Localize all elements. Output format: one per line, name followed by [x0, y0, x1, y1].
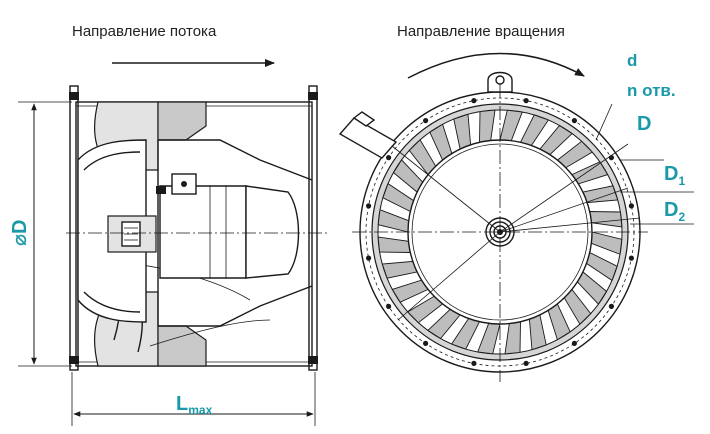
diameter-label: ⌀D — [9, 220, 31, 247]
side-view: ⌀D Lmax — [9, 85, 330, 426]
flow-direction-caption: Направление потока — [72, 23, 217, 40]
d1-label: D1 — [664, 163, 685, 188]
bolt-hole — [423, 340, 429, 346]
bolt-hole — [571, 340, 578, 346]
outer-diameter-label: D — [637, 113, 651, 135]
flange-bolt-holes — [366, 98, 635, 366]
front-view: d n отв. D D1 D2 — [338, 51, 694, 382]
bolt-hole — [471, 98, 477, 104]
bolt-hole — [366, 255, 372, 261]
rotation-direction-caption: Направление вращения — [397, 23, 565, 40]
bolt-hole — [471, 360, 477, 366]
bolt-hole — [386, 303, 392, 309]
impeller-blades — [377, 109, 623, 355]
bolt-hole — [571, 118, 578, 124]
hole-count-label: n отв. — [627, 81, 676, 100]
length-label: Lmax — [176, 393, 213, 417]
bolt-hole — [628, 203, 635, 209]
bolt-hole — [386, 155, 392, 161]
hole-diameter-label: d — [627, 51, 637, 70]
d2-label: D2 — [664, 199, 685, 224]
bolt-hole — [523, 98, 529, 104]
bolt-hole — [628, 255, 635, 261]
bolt-hole — [423, 118, 429, 124]
bolt-hole — [366, 203, 372, 209]
bolt-hole — [523, 360, 529, 366]
bolt-hole — [608, 303, 615, 309]
rotation-arrow — [407, 52, 585, 79]
